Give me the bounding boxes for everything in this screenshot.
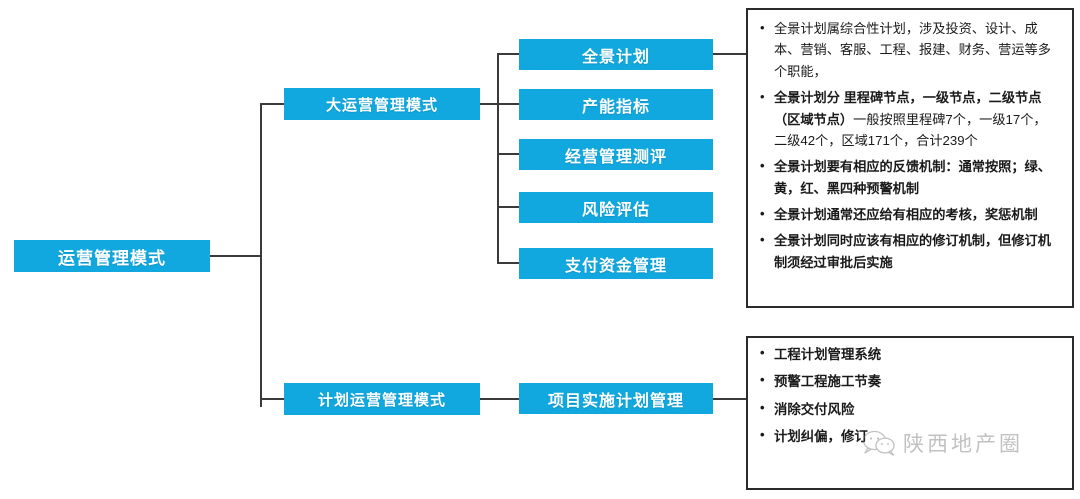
panel-top-bullet-list: 全景计划属综合性计划，涉及投资、设计、成本、营销、客服、工程、报建、财务、营运等… bbox=[758, 17, 1058, 273]
connector-root-bracket bbox=[260, 103, 262, 407]
bullet-item: 预警工程施工节奏 bbox=[758, 372, 1058, 390]
node-jihua-yunying-guanli-moshi[interactable]: 计划运营管理模式 bbox=[284, 383, 480, 415]
node-quanjing-jihua[interactable]: 全景计划 bbox=[519, 39, 713, 70]
connector-lvl3-b-to-panel-bottom bbox=[713, 398, 748, 400]
panel-bottom-bullet-list: 工程计划管理系统 预警工程施工节奏 消除交付风险 计划纠偏，修订 bbox=[758, 345, 1058, 446]
connector-to-lvl3-1 bbox=[497, 53, 521, 55]
connector-root-out bbox=[210, 255, 262, 257]
connector-to-lvl3-5 bbox=[497, 262, 521, 264]
connector-lvl2b-out bbox=[480, 398, 520, 400]
connector-to-lvl3-4 bbox=[497, 206, 521, 208]
bullet-item: 全景计划通常还应给有相应的考核，奖惩机制 bbox=[758, 203, 1058, 225]
bullet-normal-segment: 一般按照里程碑7个，一级17个，二级42个，区域171个，合计239个 bbox=[774, 111, 1047, 148]
node-channeng-zhibiao[interactable]: 产能指标 bbox=[519, 89, 713, 120]
connector-lvl3-1-to-panel-top bbox=[713, 53, 748, 55]
bullet-item: 全景计划同时应该有相应的修订机制，但修订机制须经过审批后实施 bbox=[758, 229, 1058, 273]
panel-quanjing-jihua-details: 全景计划属综合性计划，涉及投资、设计、成本、营销、客服、工程、报建、财务、营运等… bbox=[746, 8, 1074, 308]
bullet-item: 计划纠偏，修订 bbox=[758, 427, 1058, 445]
connector-to-lvl3-3 bbox=[497, 153, 521, 155]
node-root[interactable]: 运营管理模式 bbox=[14, 240, 210, 272]
bullet-item: 全景计划要有相应的反馈机制：通常按照；绿、黄，红、黑四种预警机制 bbox=[758, 155, 1058, 199]
panel-xiangmu-shishi-details: 工程计划管理系统 预警工程施工节奏 消除交付风险 计划纠偏，修订 bbox=[746, 336, 1074, 490]
connector-to-lvl2-b bbox=[260, 398, 286, 400]
node-fengxian-pinggu[interactable]: 风险评估 bbox=[519, 192, 713, 223]
connector-lvl3-bracket bbox=[497, 53, 499, 263]
bullet-bold-segment: 全景计划分 里程碑节点，一级节点，二级节点（区域节点） bbox=[774, 90, 1042, 127]
bullet-item: 全景计划分 里程碑节点，一级节点，二级节点（区域节点）一般按照里程碑7个，一级1… bbox=[758, 86, 1058, 151]
bullet-item: 工程计划管理系统 bbox=[758, 345, 1058, 363]
connector-to-lvl2-a bbox=[260, 103, 286, 105]
node-zhifu-zijin-guanli[interactable]: 支付资金管理 bbox=[519, 248, 713, 279]
connector-to-lvl3-2 bbox=[497, 103, 521, 105]
node-jingying-guanli-ceping[interactable]: 经营管理测评 bbox=[519, 139, 713, 170]
node-da-yunying-guanli-moshi[interactable]: 大运营管理模式 bbox=[284, 88, 480, 120]
bullet-item: 消除交付风险 bbox=[758, 400, 1058, 418]
bullet-item: 全景计划属综合性计划，涉及投资、设计、成本、营销、客服、工程、报建、财务、营运等… bbox=[758, 17, 1058, 82]
node-xiangmu-shishi-jihua-guanli[interactable]: 项目实施计划管理 bbox=[519, 383, 713, 414]
